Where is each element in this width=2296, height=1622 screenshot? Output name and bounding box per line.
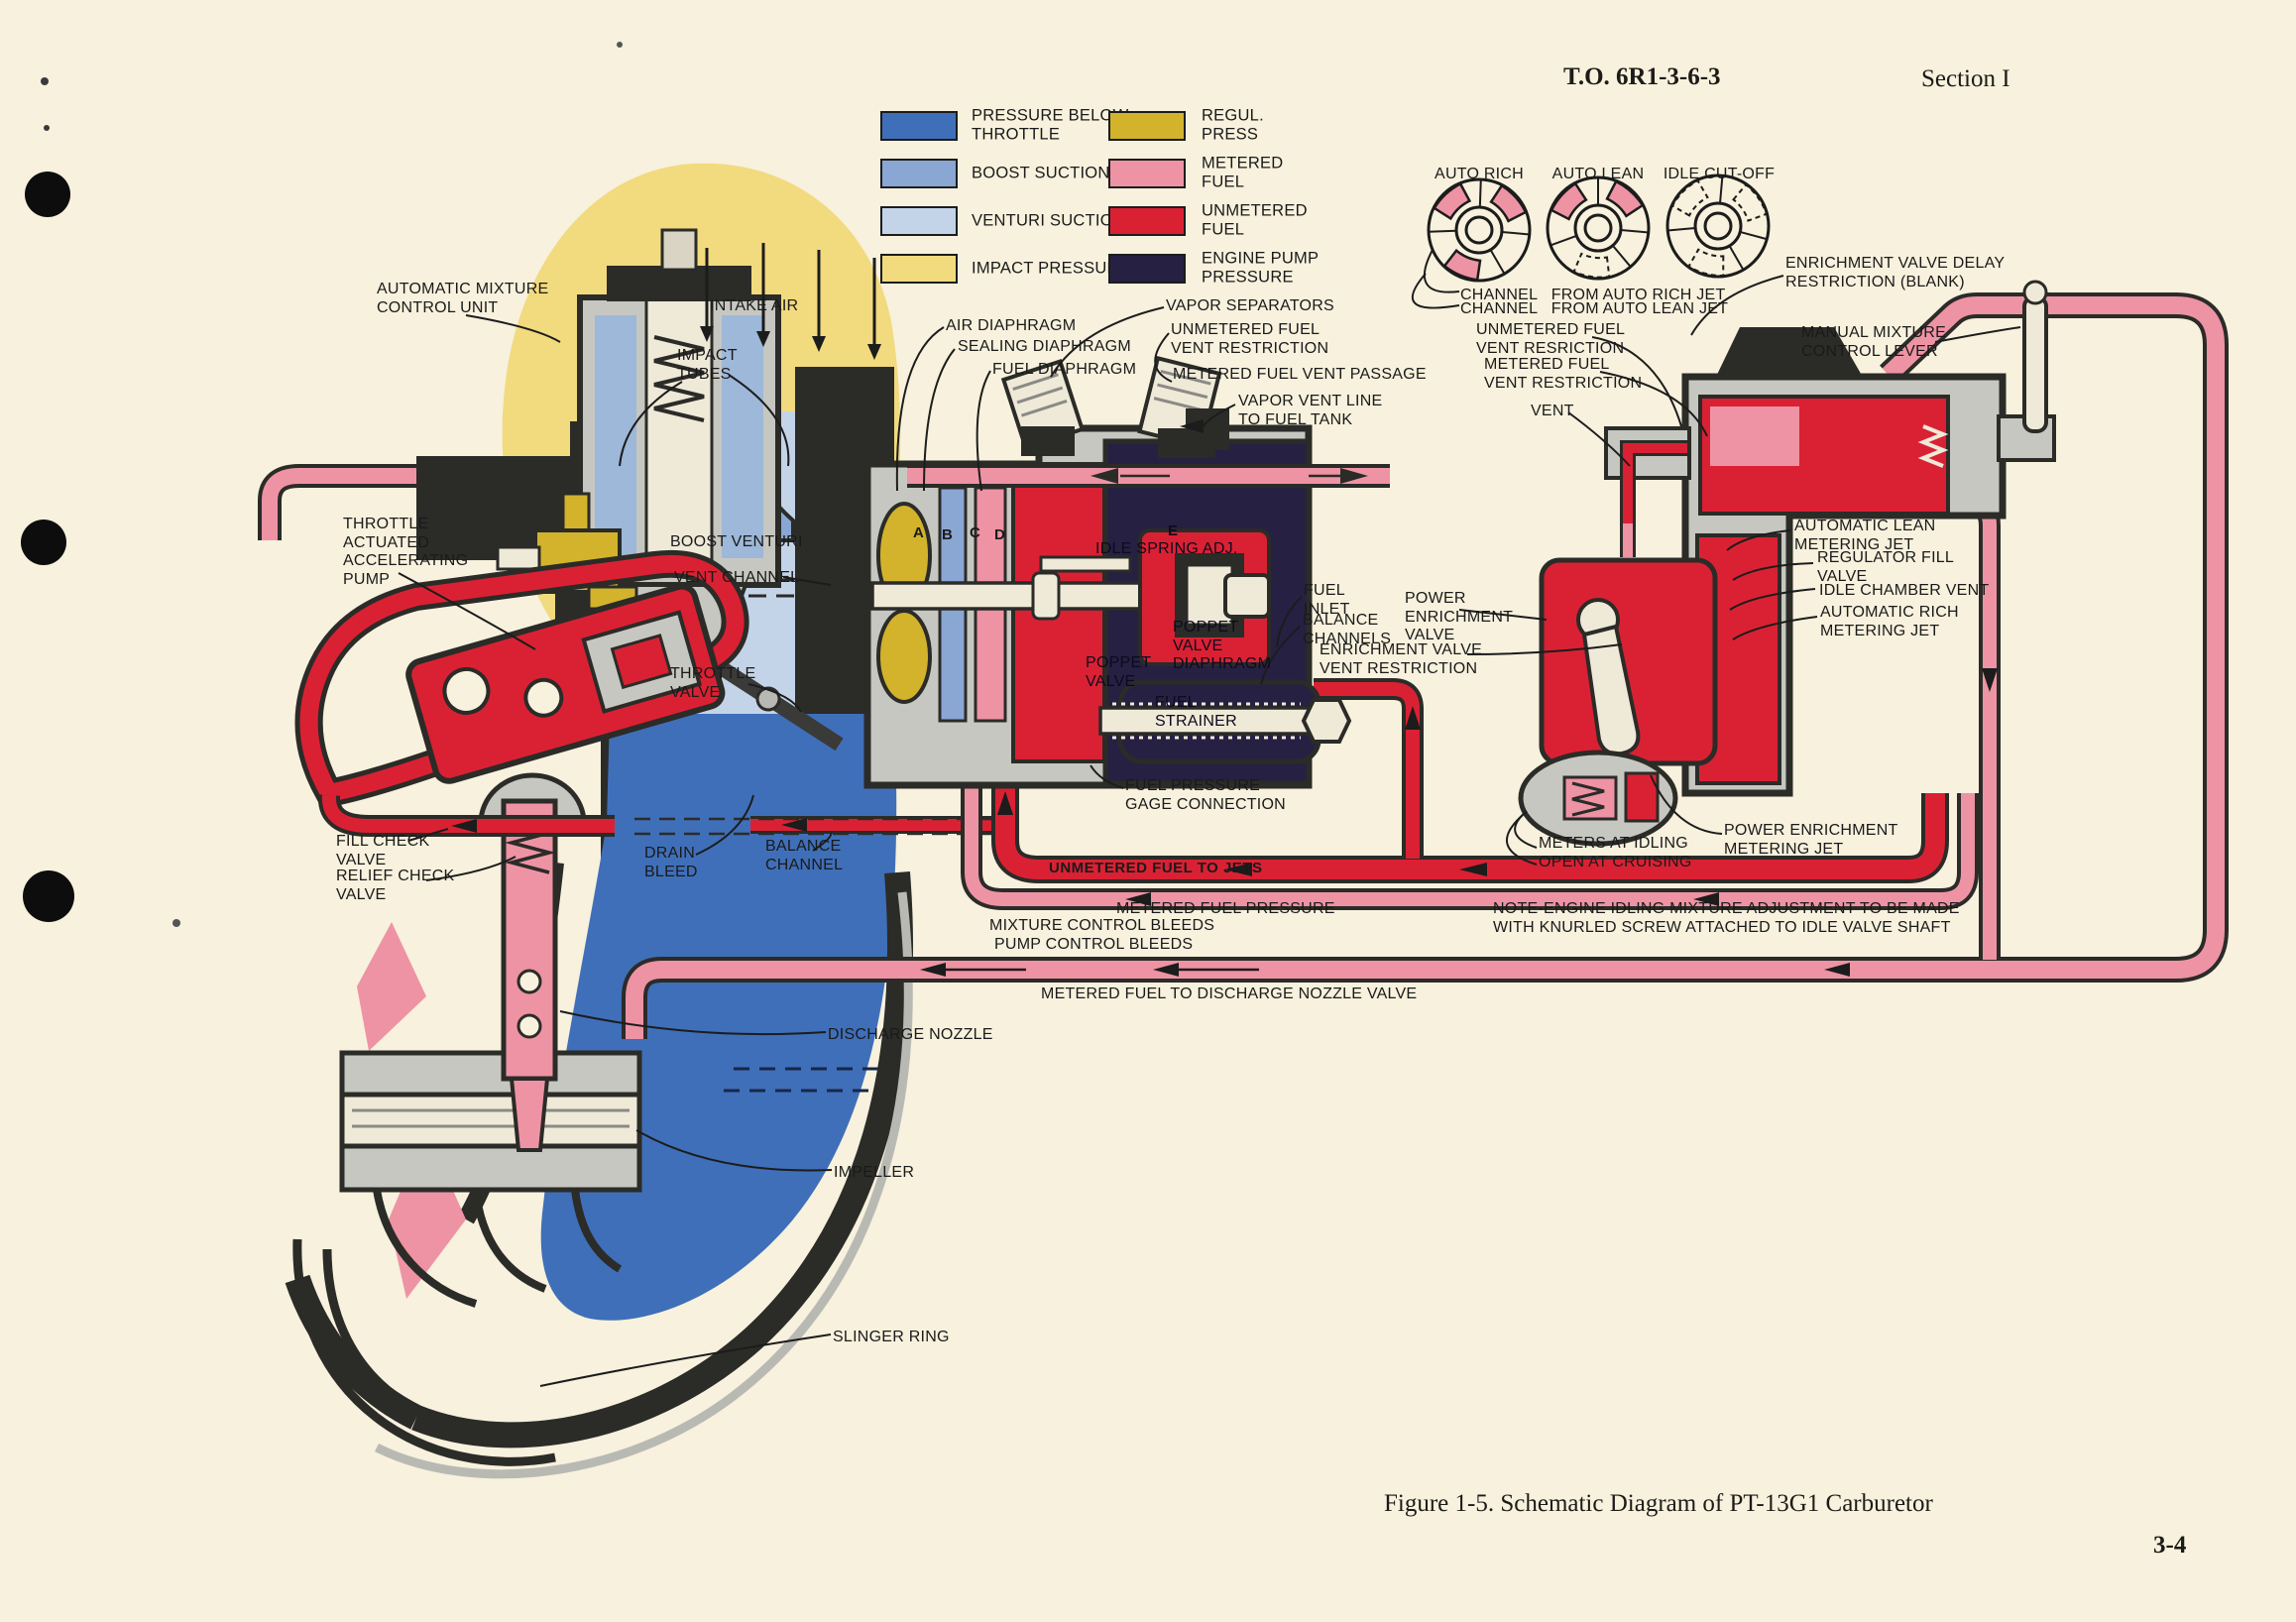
dial-auto-lean bbox=[1546, 175, 1651, 281]
lbl-sealing-diaphragm: SEALING DIAPHRAGM bbox=[958, 338, 1131, 355]
dial-auto-rich bbox=[1427, 177, 1532, 284]
page-number: 3-4 bbox=[2153, 1532, 2187, 1559]
lbl-balance-channel: BALANCE CHANNEL bbox=[765, 838, 844, 873]
legend-swatch bbox=[1108, 206, 1186, 236]
legend-label: BOOST SUCTION bbox=[972, 164, 1110, 182]
lbl-power-enrichment-metering-jet: POWER ENRICHMENT METERING JET bbox=[1724, 822, 1898, 858]
metered-fuel-pressure-pipe bbox=[961, 753, 1979, 910]
leader-lines bbox=[398, 249, 2021, 1387]
lbl-metered-fuel-pressure: METERED FUEL PRESSURE bbox=[1116, 900, 1335, 917]
lbl-channel-auto-lean-jet: CHANNEL FROM AUTO LEAN JET bbox=[1460, 300, 1729, 317]
lbl-letter-e: E bbox=[1168, 522, 1179, 539]
lbl-meters-at-idling: METERS AT IDLING OPEN AT CRUISING bbox=[1539, 835, 1692, 870]
legend-swatch bbox=[1108, 111, 1186, 141]
lbl-vapor-vent-line: VAPOR VENT LINE TO FUEL TANK bbox=[1238, 393, 1383, 428]
legend-swatch bbox=[880, 159, 958, 188]
figure-caption: Figure 1-5. Schematic Diagram of PT-13G1… bbox=[1384, 1490, 1933, 1517]
lbl-channel-auto-rich-jet: CHANNEL FROM AUTO RICH JET bbox=[1460, 287, 1726, 303]
legend-label: IMPACT PRESSURE bbox=[972, 259, 1130, 278]
lbl-impeller: IMPELLER bbox=[834, 1164, 915, 1181]
legend-label: ENGINE PUMP PRESSURE bbox=[1202, 249, 1320, 287]
metered-fuel-vent-pipe-left bbox=[258, 464, 595, 540]
lbl-automatic-lean-metering-jet: AUTOMATIC LEAN METERING JET bbox=[1794, 518, 1936, 553]
lbl-note: NOTE-ENGINE IDLING MIXTURE ADJUSTMENT TO… bbox=[1493, 900, 1960, 936]
legend-label: REGUL. PRESS bbox=[1202, 106, 1264, 144]
lbl-dial-idle-cut-off: IDLE CUT-OFF bbox=[1663, 166, 1776, 182]
lbl-air-diaphragm: AIR DIAPHRAGM bbox=[946, 317, 1077, 334]
lbl-idle-chamber-vent: IDLE CHAMBER VENT bbox=[1819, 582, 1990, 599]
lbl-vent-channel: VENT CHANNEL bbox=[674, 569, 800, 586]
lbl-vapor-separators: VAPOR SEPARATORS bbox=[1166, 297, 1334, 314]
lbl-unmetered-fuel-vent-resriction-right: UNMETERED FUEL VENT RESRICTION bbox=[1476, 321, 1626, 357]
lbl-manual-mixture-control-lever: MANUAL MIXTURE CONTROL LEVER bbox=[1801, 324, 1947, 360]
lbl-letter-a: A bbox=[913, 524, 925, 541]
legend-swatch bbox=[880, 254, 958, 284]
flow-arrows bbox=[451, 243, 1998, 977]
lbl-unmetered-fuel-vent-restriction-center: UNMETERED FUEL VENT RESTRICTION bbox=[1171, 321, 1329, 357]
lbl-fill-check-valve: FILL CHECK VALVE bbox=[336, 833, 430, 869]
lbl-enrichment-valve-delay-restriction: ENRICHMENT VALVE DELAY RESTRICTION (BLAN… bbox=[1785, 255, 2006, 290]
lbl-intake-air: INTAKE AIR bbox=[710, 297, 799, 314]
lbl-boost-venturi: BOOST VENTURI bbox=[670, 533, 803, 550]
legend-swatch bbox=[1108, 159, 1186, 188]
lbl-dial-auto-rich: AUTO RICH bbox=[1435, 166, 1524, 182]
legend-label: PRESSURE BELOW THROTTLE bbox=[972, 106, 1129, 144]
throttle-valve bbox=[693, 645, 844, 752]
dial-idle-cut-off bbox=[1665, 174, 1771, 280]
lbl-throttle-valve: THROTTLE VALVE bbox=[670, 665, 756, 701]
lbl-pump-control-bleeds: PUMP CONTROL BLEEDS bbox=[994, 936, 1194, 953]
legend-swatch bbox=[880, 206, 958, 236]
lbl-relief-check-valve: RELIEF CHECK VALVE bbox=[336, 868, 455, 903]
lbl-idle-spring-adj: IDLE SPRING ADJ. bbox=[1095, 540, 1238, 557]
lbl-dial-auto-lean: AUTO LEAN bbox=[1551, 166, 1645, 182]
metered-fuel-vent-pipe-right bbox=[907, 464, 1390, 488]
lbl-regulator-fill-valve: REGULATOR FILL VALVE bbox=[1817, 549, 1955, 585]
lbl-fuel-diaphragm: FUEL DIAPHRAGM bbox=[992, 361, 1137, 378]
legend-swatch bbox=[880, 111, 958, 141]
lbl-automatic-mixture-control-unit: AUTOMATIC MIXTURE CONTROL UNIT bbox=[377, 281, 549, 316]
lbl-poppet-valve: POPPET VALVE bbox=[1086, 654, 1152, 690]
impeller-scroll bbox=[285, 714, 914, 1479]
lbl-balance-channels: BALANCE CHANNELS bbox=[1303, 612, 1392, 647]
lbl-letter-c: C bbox=[970, 524, 981, 541]
legend-label: VENTURI SUCTION bbox=[972, 211, 1126, 230]
lbl-fuel-pressure-gage-connection: FUEL PRESSURE GAGE CONNECTION bbox=[1125, 777, 1286, 813]
lbl-fuel-strainer: FUEL STRAINER bbox=[1155, 694, 1237, 730]
lbl-drain-bleed: DRAIN BLEED bbox=[644, 845, 698, 880]
lbl-letter-b: B bbox=[942, 526, 954, 543]
lbl-letter-d: D bbox=[994, 526, 1006, 543]
lbl-power-enrichment-valve: POWER ENRICHMENT VALVE bbox=[1405, 590, 1514, 644]
lbl-slinger-ring: SLINGER RING bbox=[833, 1329, 950, 1345]
legend-label: UNMETERED FUEL bbox=[1202, 201, 1308, 239]
lbl-impact-tubes: IMPACT TUBES bbox=[677, 347, 738, 383]
lbl-vent: VENT bbox=[1531, 403, 1574, 419]
header-to-number: T.O. 6R1-3-6-3 bbox=[1563, 63, 1721, 90]
lbl-discharge-nozzle: DISCHARGE NOZZLE bbox=[828, 1026, 993, 1043]
legend-label: METERED FUEL bbox=[1202, 154, 1284, 191]
discharge-nozzle bbox=[478, 772, 587, 1152]
lbl-enrichment-valve-vent-restriction: ENRICHMENT VALVE VENT RESTRICTION bbox=[1320, 641, 1483, 677]
lbl-metered-fuel-to-discharge-nozzle: METERED FUEL TO DISCHARGE NOZZLE VALVE bbox=[1041, 985, 1418, 1002]
lbl-fuel-inlet: FUEL INLET bbox=[1304, 582, 1350, 618]
lbl-unmetered-fuel-to-jets: UNMETERED FUEL TO JETS bbox=[1049, 860, 1263, 876]
lbl-metered-fuel-vent-restriction-right: METERED FUEL VENT RESTRICTION bbox=[1484, 356, 1643, 392]
manual-mixture-unit bbox=[1518, 280, 2056, 847]
lbl-throttle-actuated-accelerating-pump: THROTTLE ACTUATED ACCELERATING PUMP bbox=[343, 516, 469, 589]
lbl-automatic-rich-metering-jet: AUTOMATIC RICH METERING JET bbox=[1820, 604, 1959, 639]
lbl-metered-fuel-vent-passage: METERED FUEL VENT PASSAGE bbox=[1173, 366, 1427, 383]
legend-swatch bbox=[1108, 254, 1186, 284]
lbl-mixture-control-bleeds: MIXTURE CONTROL BLEEDS bbox=[989, 917, 1215, 934]
binder-holes bbox=[21, 42, 623, 927]
lbl-poppet-valve-diaphragm: POPPET VALVE DIAPHRAGM bbox=[1173, 619, 1272, 673]
header-section: Section I bbox=[1921, 65, 2010, 92]
